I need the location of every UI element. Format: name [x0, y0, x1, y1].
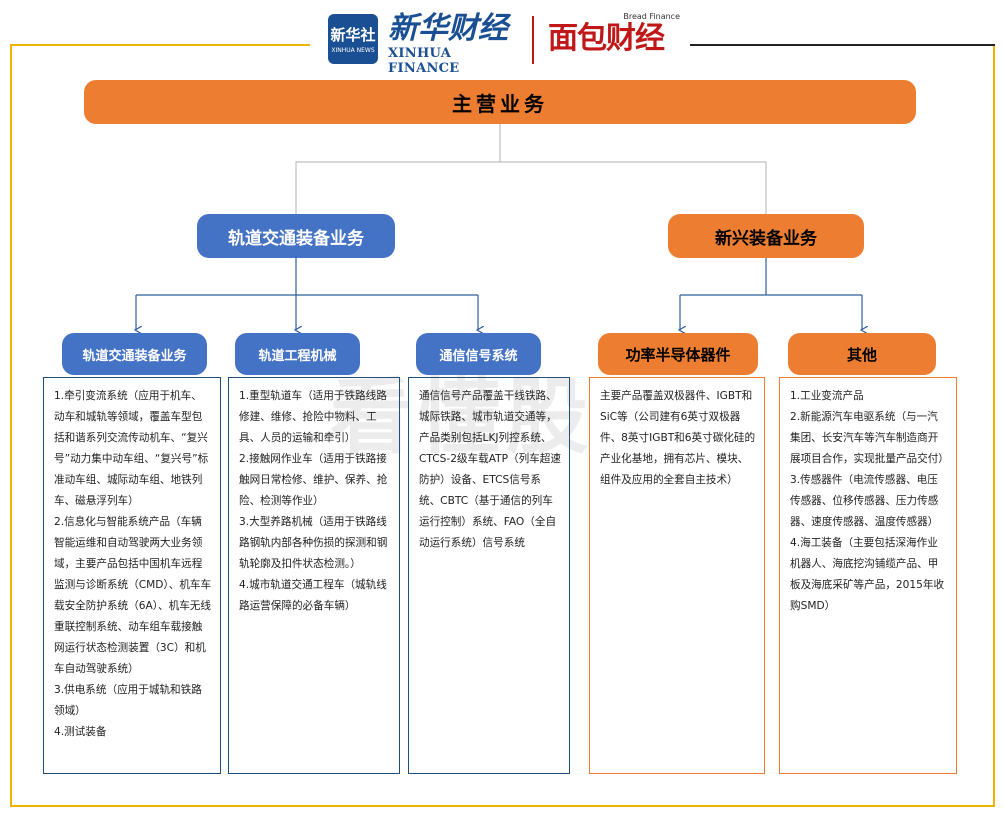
detail-box-others: 1.工业变流产品 2.新能源汽车电驱系统（与一汽集团、长安汽车等汽车制造商开展项… [779, 377, 957, 774]
detail-box-rail-equipment: 1.牵引变流系统（应用于机车、动车和城轨等领域，覆盖车型包括和谐系列交流传动机车… [43, 377, 221, 774]
detail-item: 3.大型养路机械（适用于铁路线路钢轨内部各种伤损的探测和钢轨轮廓及扣件状态检测。… [239, 516, 388, 570]
detail-box-signal-system: 通信信号产品覆盖干线铁路、城际铁路、城市轨道交通等，产品类别包括LKJ列控系统、… [408, 377, 570, 774]
xinhua-finance-logo-cn: 新华财经 [388, 11, 508, 46]
detail-item: 4.城市轨道交通工程车（城轨线路运营保障的必备车辆） [239, 579, 387, 612]
detail-item: 1.牵引变流系统（应用于机车、动车和城轨等领域，覆盖车型包括和谐系列交流传动机车… [54, 390, 209, 507]
branch-node-emerging: 新兴装备业务 [668, 214, 864, 258]
leaf-node-others: 其他 [788, 333, 936, 375]
logo-separator [532, 16, 534, 64]
xinhua-news-logo-cn: 新华社 [330, 26, 376, 44]
detail-item: 2.接触网作业车（适用于铁路接触网日常检修、维护、保养、抢险、检测等作业） [239, 453, 388, 507]
leaf-node-label: 功率半导体器件 [625, 345, 731, 364]
frame-top-left-rule [10, 44, 310, 46]
branch-node-label: 轨道交通装备业务 [228, 228, 364, 249]
xinhua-finance-logo: 新华财经 XINHUA FINANCE [388, 11, 518, 77]
bread-finance-logo-cn: 面包财经 [548, 21, 665, 56]
detail-item: 2.信息化与智能系统产品（车辆智能运维和自动驾驶两大业务领域，主要产品包括中国机… [54, 516, 212, 675]
frame-top-right-rule [690, 44, 995, 46]
xinhua-news-logo: 新华社 XINHUA NEWS [328, 14, 378, 64]
leaf-node-label: 其他 [846, 345, 877, 364]
leaf-node-power-semiconductor: 功率半导体器件 [598, 333, 758, 375]
branch-node-rail-transit: 轨道交通装备业务 [197, 214, 395, 258]
detail-item: 1.工业变流产品 [790, 390, 864, 402]
detail-item: 2.新能源汽车电驱系统（与一汽集团、长安汽车等汽车制造商开展项目合作，实现批量产… [790, 411, 949, 465]
watermark-text: 看懂股 [330, 370, 595, 465]
detail-box-power-semiconductor: 主要产品覆盖双极器件、IGBT和SiC等（公司建有6英寸双极器件、8英寸IGBT… [589, 377, 765, 774]
detail-item: 3.传感器件（电流传感器、电压传感器、位移传感器、压力传感器、速度传感器、温度传… [790, 474, 939, 528]
detail-item: 3.供电系统（应用于城轨和铁路领域） [54, 684, 202, 717]
leaf-node-label: 通信信号系统 [439, 348, 518, 364]
leaf-node-rail-equipment: 轨道交通装备业务 [62, 333, 207, 375]
detail-box-rail-machinery: 1.重型轨道车（适用于铁路线路修建、维修、抢险中物料、工具、人员的运输和牵引） … [228, 377, 400, 774]
bread-finance-logo-en: Bread Finance [623, 12, 680, 21]
xinhua-finance-logo-en: XINHUA FINANCE [388, 46, 460, 76]
root-node-main-business: 主营业务 [84, 80, 916, 124]
page-frame [10, 44, 995, 807]
leaf-node-signal-system: 通信信号系统 [416, 333, 541, 375]
xinhua-news-logo-en: XINHUA NEWS [331, 47, 375, 54]
detail-item: 4.海工装备（主要包括深海作业机器人、海底挖沟铺缆产品、甲板及海底采矿等产品，2… [790, 537, 945, 612]
detail-item: 1.重型轨道车（适用于铁路线路修建、维修、抢险中物料、工具、人员的运输和牵引） [239, 390, 387, 444]
leaf-node-label: 轨道交通装备业务 [82, 348, 187, 364]
branch-node-label: 新兴装备业务 [715, 228, 817, 249]
leaf-node-rail-machinery: 轨道工程机械 [235, 333, 360, 375]
bread-finance-logo: Bread Finance 面包财经 [548, 12, 688, 68]
detail-item: 主要产品覆盖双极器件、IGBT和SiC等（公司建有6英寸双极器件、8英寸IGBT… [600, 390, 756, 486]
detail-item: 通信信号产品覆盖干线铁路、城际铁路、城市轨道交通等，产品类别包括LKJ列控系统、… [419, 390, 561, 549]
detail-item: 4.测试装备 [54, 726, 107, 738]
root-node-label: 主营业务 [452, 91, 548, 116]
leaf-node-label: 轨道工程机械 [258, 348, 337, 364]
